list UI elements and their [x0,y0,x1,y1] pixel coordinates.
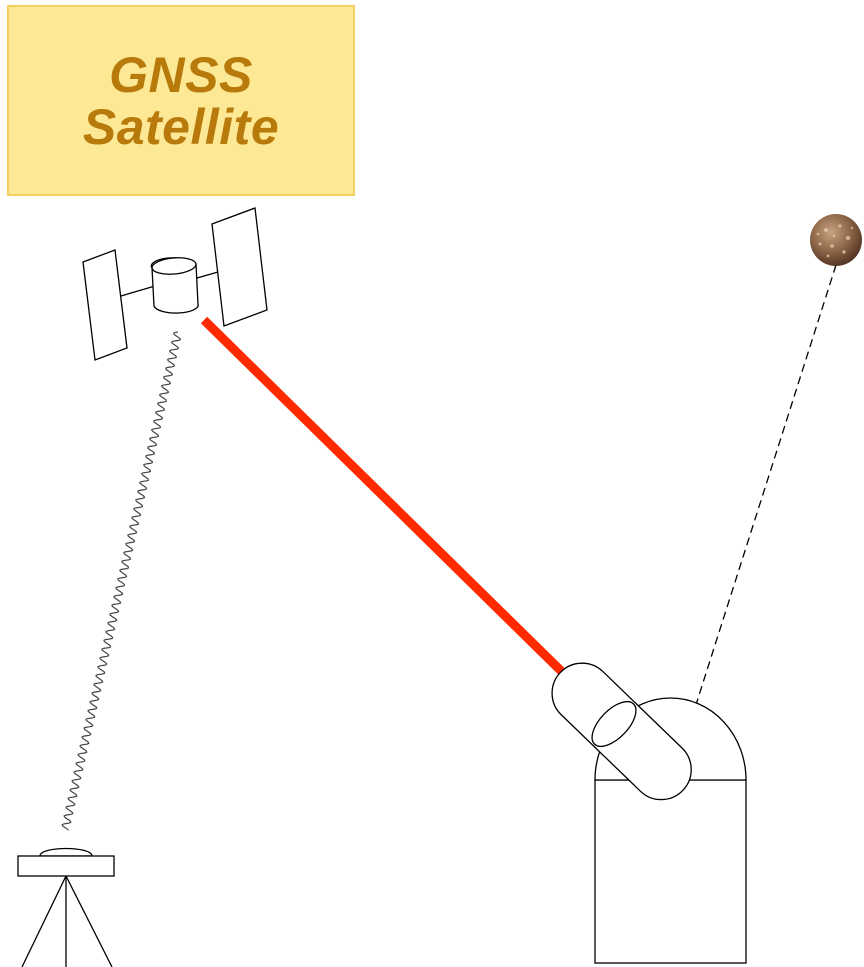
satellite-icon [82,207,268,361]
antenna-dome [39,847,93,857]
observatory-building [594,779,747,964]
telescope-tube-icon [551,662,692,801]
satellite-body-top [151,257,197,275]
satellite-boom-right [196,271,219,279]
label-line-1: GNSS [109,46,253,103]
celestial-body-icon [810,214,862,266]
label-line-2: Satellite [82,98,280,155]
tripod-icon [21,875,113,967]
gnss-satellite-label: GNSS Satellite [7,5,355,196]
antenna-base [17,855,115,877]
solar-panel-right [211,207,268,327]
gnss-antenna-icon [17,847,115,877]
satellite-boom-left [120,285,156,297]
solar-panel-left [82,249,128,361]
radio-signal-path [61,331,181,831]
